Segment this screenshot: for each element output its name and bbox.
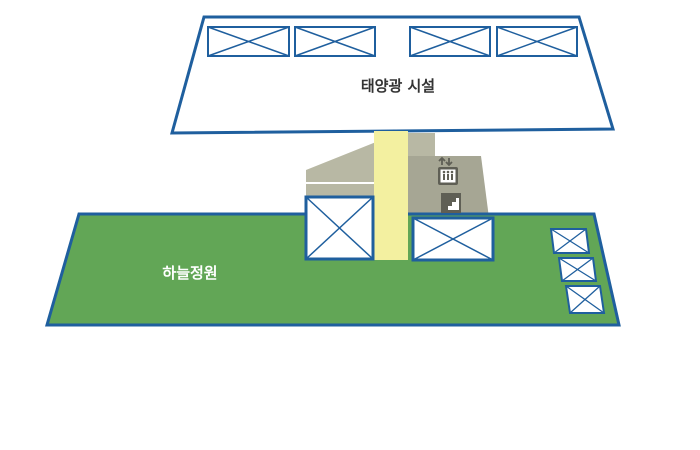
solar-facility-area[interactable]: 태양광 시설 — [170, 15, 616, 135]
skylight — [557, 257, 598, 282]
opening-right — [411, 216, 495, 262]
solar-panel — [409, 26, 491, 57]
stairs-icon[interactable] — [441, 193, 461, 213]
solar-facility-label: 태양광 시설 — [361, 77, 435, 95]
sky-garden-label: 하늘정원 — [162, 264, 217, 282]
walkway — [374, 131, 408, 260]
solar-panel — [294, 26, 376, 57]
core-right-block — [408, 156, 489, 218]
skylight — [549, 228, 591, 254]
opening-left — [304, 195, 375, 261]
solar-panel — [496, 26, 578, 57]
elevator-icon[interactable] — [438, 156, 458, 185]
skylight — [564, 285, 606, 314]
solar-panel — [207, 26, 290, 57]
